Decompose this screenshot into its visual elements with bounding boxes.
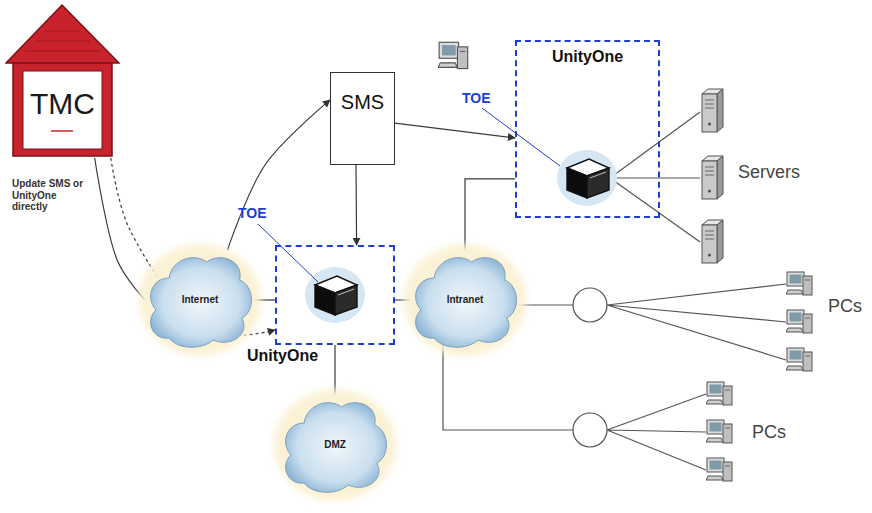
group-label: Servers bbox=[738, 162, 800, 183]
group-label: PCs bbox=[828, 296, 862, 317]
pc-icon bbox=[786, 348, 812, 371]
server-icon bbox=[702, 89, 723, 132]
server-icon bbox=[702, 156, 723, 199]
pc-icon bbox=[706, 382, 732, 405]
leader-line bbox=[482, 108, 560, 166]
network-link bbox=[465, 179, 515, 250]
group-label: PCs bbox=[752, 422, 786, 443]
node-label: DMZ bbox=[324, 439, 346, 451]
network-link bbox=[395, 123, 515, 138]
toe-callout: TOE bbox=[238, 205, 267, 221]
building-node: TMC bbox=[5, 3, 120, 158]
pc-wires bbox=[607, 284, 786, 360]
network-cloud: DMZ bbox=[280, 395, 390, 495]
network-link bbox=[355, 165, 357, 245]
network-link bbox=[334, 345, 335, 395]
server-wires bbox=[610, 112, 700, 242]
network-link bbox=[95, 158, 145, 300]
hub-circle bbox=[573, 288, 607, 322]
toe-boundary: UnityOne bbox=[275, 245, 395, 345]
console-icon bbox=[438, 42, 468, 68]
pc-icon bbox=[786, 272, 812, 295]
hub-circle bbox=[573, 413, 607, 447]
toe-callout: TOE bbox=[462, 90, 491, 106]
node-label: Intranet bbox=[447, 294, 484, 306]
network-cloud: Intranet bbox=[410, 250, 520, 350]
unityone-device bbox=[305, 267, 365, 323]
network-cloud: Internet bbox=[145, 250, 255, 350]
building-shape bbox=[5, 3, 120, 158]
pc-icon bbox=[706, 420, 732, 443]
pc-wires bbox=[607, 394, 706, 470]
node-label: Internet bbox=[182, 294, 219, 306]
network-link bbox=[228, 100, 331, 250]
unityone-device bbox=[557, 150, 617, 206]
node-label: SMS bbox=[341, 91, 384, 114]
node-label: UnityOne bbox=[247, 347, 318, 365]
leader-line bbox=[258, 224, 318, 282]
node-label: TMC bbox=[30, 87, 95, 122]
note-label: Update SMS or UnityOne directly bbox=[12, 178, 88, 213]
node-label: UnityOne bbox=[552, 48, 623, 66]
process-box: SMS bbox=[330, 72, 395, 165]
server-icon bbox=[702, 220, 723, 263]
pc-icon bbox=[706, 458, 732, 481]
pc-icon bbox=[786, 310, 812, 333]
toe-boundary: UnityOne bbox=[515, 40, 660, 218]
